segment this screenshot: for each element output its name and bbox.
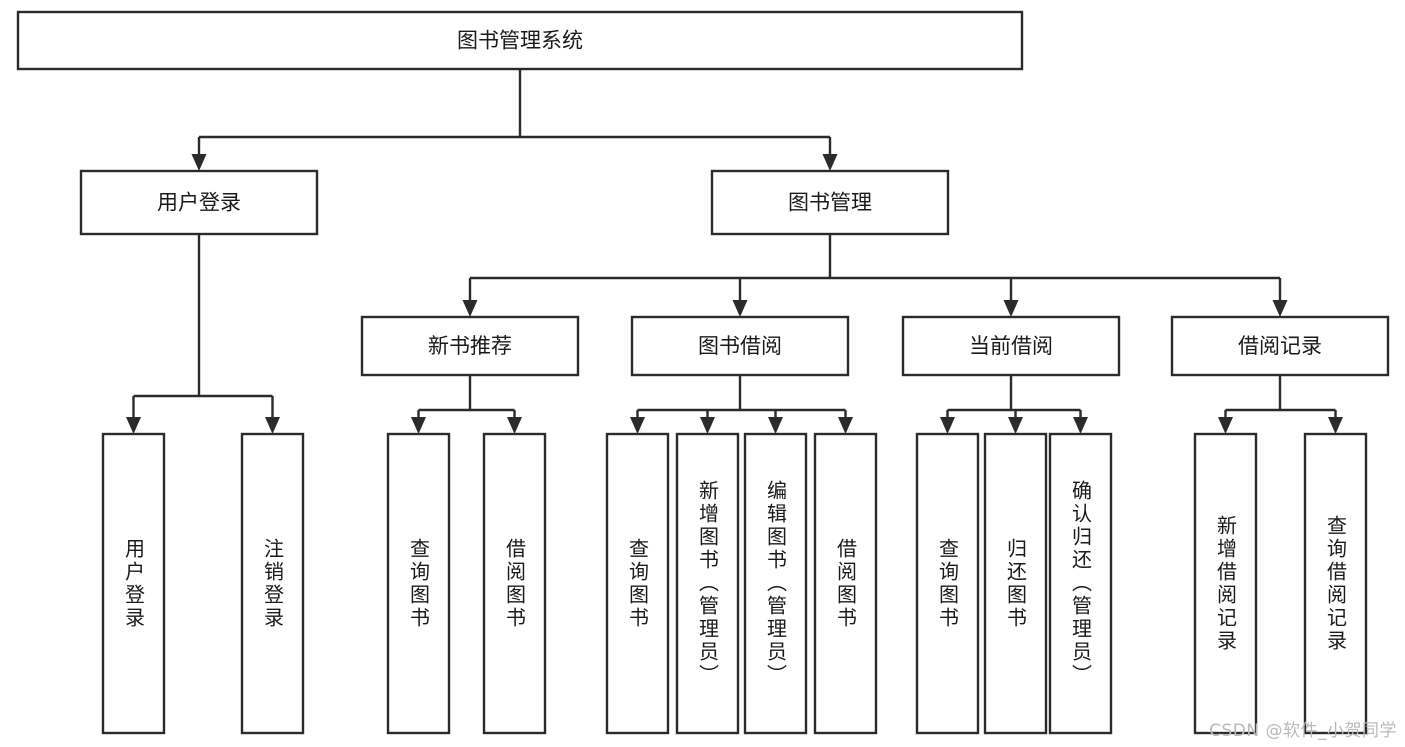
node-label-wrap-leaf-borrow-book-1: 借阅图书 <box>502 537 527 630</box>
arrow-head-icon <box>191 154 207 171</box>
node-label-leaf-borrow-book-1: 借阅图书 <box>502 537 527 630</box>
node-leaf-add-book[interactable]: 新增图书（管理员） <box>675 432 740 735</box>
node-label-leaf-user-logout: 注销登录 <box>260 537 285 630</box>
node-label-leaf-add-book: 新增图书（管理员） <box>695 480 720 687</box>
node-label-wrap-leaf-return-book: 归还图书 <box>1003 537 1028 630</box>
arrow-head-icon <box>265 417 280 434</box>
node-box-borrow-record <box>1170 315 1390 377</box>
arrow-head-icon <box>732 300 748 317</box>
arrow-head-icon <box>462 300 478 317</box>
node-label-wrap-leaf-query-record: 查询借阅记录 <box>1323 514 1348 653</box>
node-box-leaf-user-login <box>101 432 166 735</box>
arrow-head-icon <box>700 417 715 434</box>
node-leaf-add-record[interactable]: 新增借阅记录 <box>1193 432 1258 735</box>
arrow-head-icon <box>822 154 838 171</box>
node-box-leaf-query-book-1 <box>386 432 451 735</box>
node-leaf-query-record[interactable]: 查询借阅记录 <box>1303 432 1368 735</box>
node-leaf-user-login[interactable]: 用户登录 <box>101 432 166 735</box>
node-new-book-rec[interactable]: 新书推荐 <box>360 315 580 377</box>
node-leaf-return-book[interactable]: 归还图书 <box>983 432 1048 735</box>
arrow-head-icon <box>1073 417 1088 434</box>
node-label-leaf-return-book: 归还图书 <box>1003 537 1028 630</box>
node-box-current-borrow <box>901 315 1121 377</box>
node-label-wrap-leaf-edit-book: 编辑图书（管理员） <box>763 480 788 687</box>
arrow-head-icon <box>1003 300 1019 317</box>
node-label-wrap-leaf-borrow-book-2: 借阅图书 <box>833 537 858 630</box>
node-box-new-book-rec <box>360 315 580 377</box>
node-leaf-borrow-book-2[interactable]: 借阅图书 <box>813 432 878 735</box>
node-box-leaf-query-book-3 <box>915 432 980 735</box>
node-label-wrap-leaf-query-book-2: 查询图书 <box>625 537 650 630</box>
arrow-head-icon <box>1008 417 1023 434</box>
arrow-head-icon <box>940 417 955 434</box>
node-book-manage[interactable]: 图书管理 <box>710 169 950 236</box>
node-box-leaf-edit-book <box>743 432 808 735</box>
arrow-head-icon <box>411 417 426 434</box>
node-label-root: 图书管理系统 <box>457 29 583 53</box>
node-box-leaf-add-record <box>1193 432 1258 735</box>
node-box-leaf-query-book-2 <box>605 432 670 735</box>
node-leaf-user-logout[interactable]: 注销登录 <box>240 432 305 735</box>
node-book-borrow[interactable]: 图书借阅 <box>630 315 850 377</box>
node-box-leaf-borrow-book-1 <box>482 432 547 735</box>
node-box-leaf-return-book <box>983 432 1048 735</box>
node-label-leaf-add-record: 新增借阅记录 <box>1213 514 1238 653</box>
node-label-wrap-leaf-confirm-return: 确认归还（管理员） <box>1068 480 1093 687</box>
arrow-head-icon <box>1218 417 1233 434</box>
arrow-head-icon <box>1328 417 1343 434</box>
node-layer: 图书管理系统用户登录图书管理新书推荐图书借阅当前借阅借阅记录用户登录注销登录查询… <box>16 10 1390 735</box>
node-current-borrow[interactable]: 当前借阅 <box>901 315 1121 377</box>
node-box-root <box>16 10 1024 71</box>
node-borrow-record[interactable]: 借阅记录 <box>1170 315 1390 377</box>
node-label-wrap-leaf-add-book: 新增图书（管理员） <box>695 480 720 687</box>
node-label-wrap-leaf-user-logout: 注销登录 <box>260 537 285 630</box>
node-label-wrap-leaf-add-record: 新增借阅记录 <box>1213 514 1238 653</box>
node-label-borrow-record: 借阅记录 <box>1238 334 1322 358</box>
node-box-book-manage <box>710 169 950 236</box>
node-label-wrap-leaf-query-book-1: 查询图书 <box>406 537 431 630</box>
arrow-head-icon <box>768 417 783 434</box>
node-leaf-borrow-book-1[interactable]: 借阅图书 <box>482 432 547 735</box>
node-box-leaf-confirm-return <box>1048 432 1113 735</box>
node-label-leaf-query-book-2: 查询图书 <box>625 537 650 630</box>
node-label-leaf-query-record: 查询借阅记录 <box>1323 514 1348 653</box>
node-label-leaf-borrow-book-2: 借阅图书 <box>833 537 858 630</box>
node-label-leaf-query-book-1: 查询图书 <box>406 537 431 630</box>
node-label-leaf-user-login: 用户登录 <box>121 537 146 630</box>
node-label-leaf-query-book-3: 查询图书 <box>935 537 960 630</box>
node-leaf-confirm-return[interactable]: 确认归还（管理员） <box>1048 432 1113 735</box>
arrow-head-icon <box>630 417 645 434</box>
node-box-leaf-add-book <box>675 432 740 735</box>
node-leaf-query-book-3[interactable]: 查询图书 <box>915 432 980 735</box>
node-box-book-borrow <box>630 315 850 377</box>
node-label-user-login: 用户登录 <box>157 191 241 215</box>
node-leaf-edit-book[interactable]: 编辑图书（管理员） <box>743 432 808 735</box>
node-box-leaf-user-logout <box>240 432 305 735</box>
node-leaf-query-book-1[interactable]: 查询图书 <box>386 432 451 735</box>
arrow-head-icon <box>1272 300 1288 317</box>
node-box-leaf-borrow-book-2 <box>813 432 878 735</box>
node-label-wrap-leaf-query-book-3: 查询图书 <box>935 537 960 630</box>
arrow-head-icon <box>126 417 141 434</box>
node-leaf-query-book-2[interactable]: 查询图书 <box>605 432 670 735</box>
arrow-head-icon <box>507 417 522 434</box>
node-box-user-login <box>79 169 319 236</box>
arrow-head-icon <box>838 417 853 434</box>
node-label-wrap-leaf-user-login: 用户登录 <box>121 537 146 630</box>
node-label-leaf-confirm-return: 确认归还（管理员） <box>1068 480 1093 687</box>
edge-layer <box>126 69 1343 434</box>
node-label-book-manage: 图书管理 <box>788 191 872 215</box>
node-label-book-borrow: 图书借阅 <box>698 334 782 358</box>
node-label-new-book-rec: 新书推荐 <box>428 334 512 358</box>
node-root[interactable]: 图书管理系统 <box>16 10 1024 71</box>
node-user-login[interactable]: 用户登录 <box>79 169 319 236</box>
node-label-current-borrow: 当前借阅 <box>969 334 1053 358</box>
node-label-leaf-edit-book: 编辑图书（管理员） <box>763 480 788 687</box>
node-box-leaf-query-record <box>1303 432 1368 735</box>
